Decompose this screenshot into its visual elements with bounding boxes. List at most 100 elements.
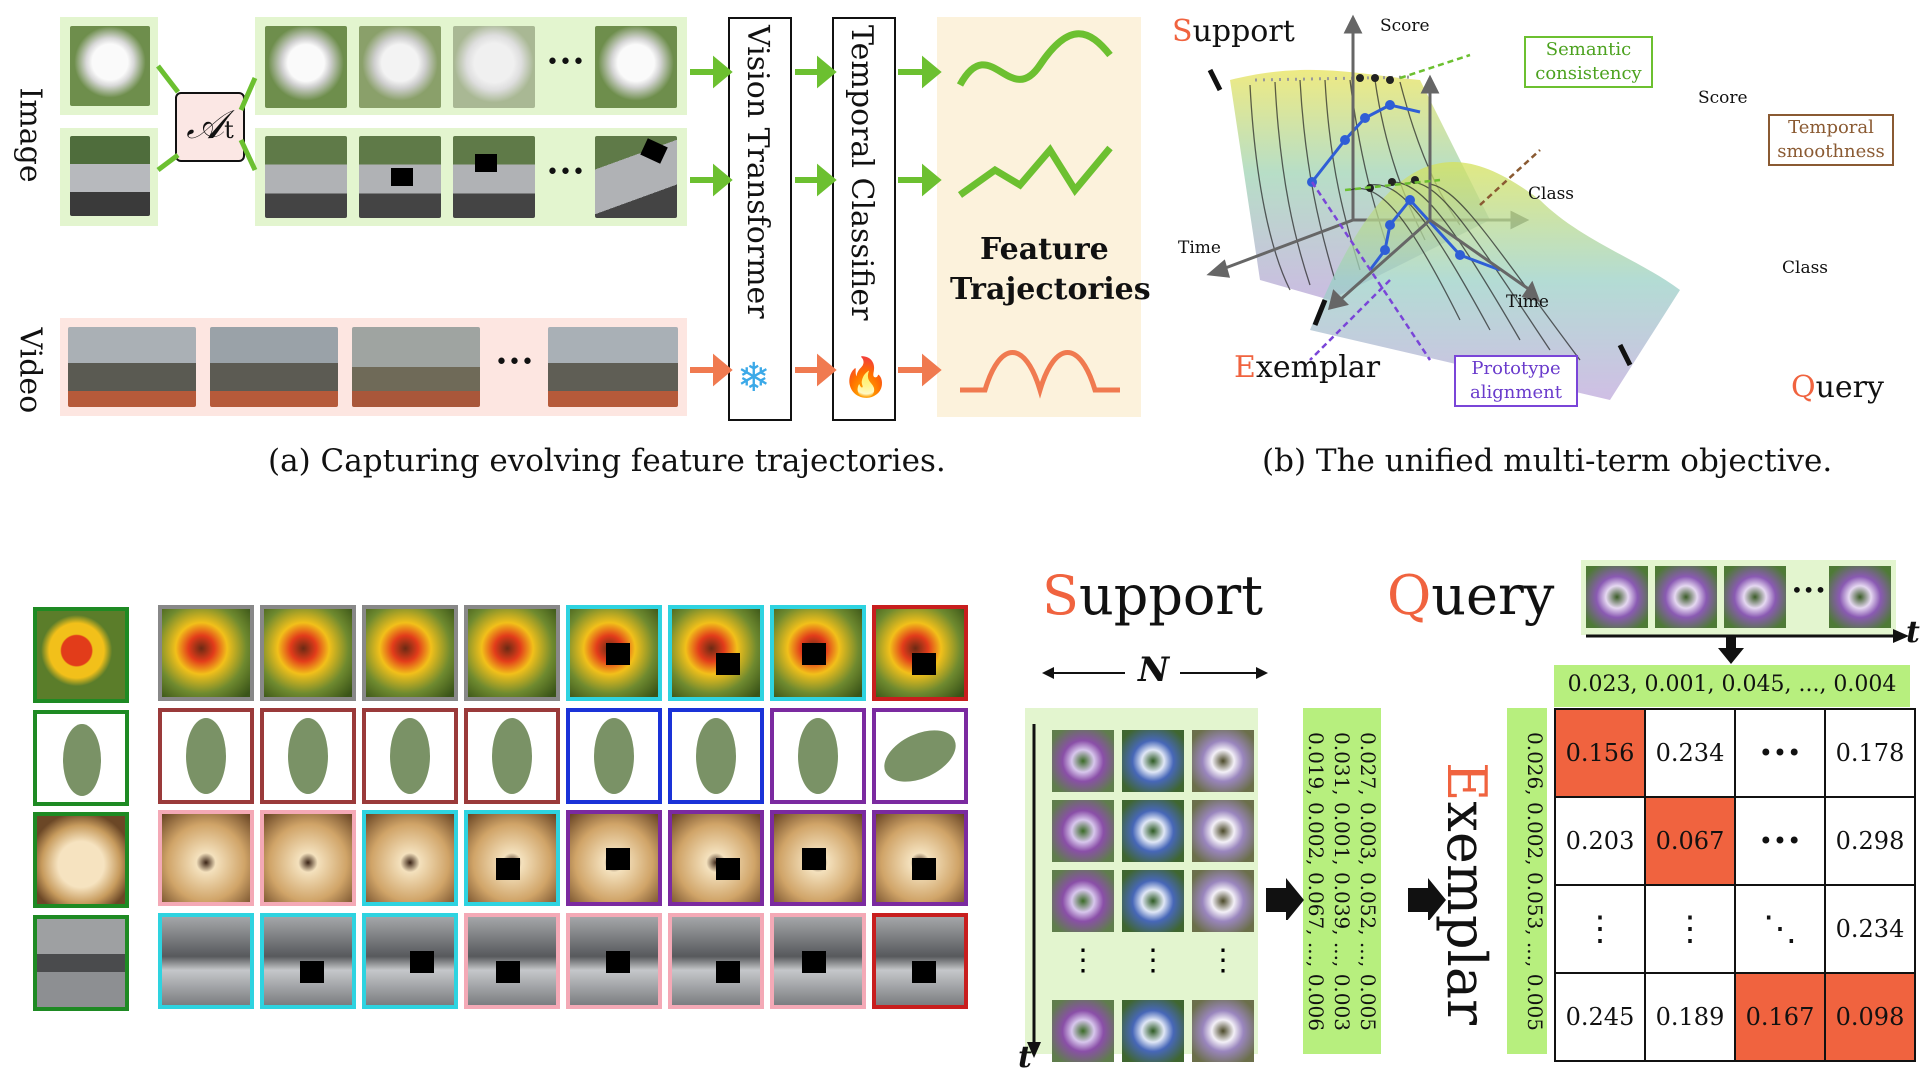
snowflake-icon: ❄ (737, 355, 771, 401)
axis-score-left: Score (1380, 16, 1430, 36)
car-frames-ellipsis: ••• (546, 160, 585, 185)
support-t-label: t (1018, 1040, 1032, 1075)
axis-class-right: Class (1782, 258, 1829, 278)
bottom-arrows (1266, 630, 1744, 920)
support-flower-thumb (1052, 730, 1114, 792)
augmented-frame (158, 708, 254, 804)
support-grid-ellipsis: ⋮ (1068, 943, 1098, 978)
support-flower-thumb (1052, 800, 1114, 862)
dog-frame (265, 26, 347, 108)
temporal-classifier-box (832, 17, 896, 421)
augmented-frame (770, 708, 866, 804)
matrix-cell: 0.234 (1644, 708, 1736, 798)
grid-source-dog (33, 812, 129, 908)
augmented-frame (362, 708, 458, 804)
matrix-cell: 0.098 (1824, 972, 1916, 1062)
exemplar-scores-text: 0.026, 0.002, 0.053, ..., 0.005 (1523, 731, 1547, 1031)
query-scores-text: 0.023, 0.001, 0.045, ..., 0.004 (1567, 672, 1897, 697)
support-flower-thumb (1192, 800, 1254, 862)
matrix-cell: 0.234 (1824, 884, 1916, 974)
panel-b-surfaces (1206, 14, 1680, 400)
augmented-frame (668, 810, 764, 906)
matrix-cell: 0.067 (1644, 796, 1736, 886)
query-frames-ellipsis: ••• (1791, 578, 1827, 602)
video-frames-ellipsis: ••• (495, 350, 534, 375)
support-time-axis (1027, 724, 1041, 1058)
video-frame (352, 327, 480, 407)
support-label-b: Support (1172, 14, 1295, 49)
vision-transformer-box (728, 17, 792, 421)
augmented-frame (770, 810, 866, 906)
car-frame (359, 136, 441, 218)
query-scores-box (1554, 665, 1910, 707)
axis-time-right: Time (1506, 292, 1549, 312)
tag-semantic-consistency: Semantic consistency (1524, 36, 1653, 88)
dog-frame (453, 26, 535, 108)
augmented-frame (464, 605, 560, 701)
vision-transformer-label: Vision Transformer (740, 25, 775, 319)
augmented-frame (260, 708, 356, 804)
source-image-dog (70, 26, 150, 106)
matrix-cell: 0.167 (1734, 972, 1826, 1062)
dog-frame (359, 26, 441, 108)
grid-source-car (33, 915, 129, 1011)
support-flower-thumb (1122, 730, 1184, 792)
query-t-label: t (1906, 615, 1920, 650)
matrix-cell: 0.203 (1554, 796, 1646, 886)
support-flower-thumbs: ⋮ ⋮ ⋮ (1052, 730, 1254, 1062)
augmented-frame (464, 913, 560, 1009)
augmented-frame (872, 913, 968, 1009)
augmented-frame (566, 605, 662, 701)
support-flower-thumb (1192, 730, 1254, 792)
matrix-cell: 0.156 (1554, 708, 1646, 798)
augmented-frame (668, 913, 764, 1009)
augmentation-symbol: 𝒜 (186, 102, 225, 148)
video-frame (548, 327, 678, 407)
support-flower-thumb (1122, 800, 1184, 862)
augmentation-box: 𝒜t (175, 92, 245, 162)
grid-source-flower (33, 607, 129, 703)
augmented-frame (872, 605, 968, 701)
matrix-cell: ⋮ (1554, 884, 1646, 974)
feature-trajectories-title-1: Feature (980, 232, 1109, 267)
support-scores-text: 0.027, 0.003, 0.052, ..., 0.005 0.031, 0… (1304, 731, 1380, 1031)
axis-time-left: Time (1178, 238, 1221, 258)
augmented-frame (260, 913, 356, 1009)
temporal-classifier-label: Temporal Classifier (844, 25, 879, 321)
query-label: Query (1387, 564, 1555, 627)
caption-a: (a) Capturing evolving feature trajector… (268, 443, 946, 479)
augmented-frame (260, 810, 356, 906)
augmented-frame (566, 708, 662, 804)
matrix-cell: ⋱ (1734, 884, 1826, 974)
support-scores-box (1303, 708, 1381, 1054)
car-frame (595, 136, 677, 218)
dog-frame (595, 26, 677, 108)
caption-b: (b) The unified multi-term objective. (1262, 443, 1833, 479)
matrix-cell: 0.245 (1554, 972, 1646, 1062)
car-frame (453, 136, 535, 218)
augmented-frame (566, 810, 662, 906)
augmented-frame (668, 708, 764, 804)
support-grid-ellipsis: ⋮ (1208, 943, 1238, 978)
tag-prototype-alignment: Prototype alignment (1454, 355, 1578, 407)
matrix-cell: 0.189 (1644, 972, 1736, 1062)
exemplar-label-b: Exemplar (1234, 350, 1381, 385)
support-grid-ellipsis: ⋮ (1138, 943, 1168, 978)
augmented-frame (872, 810, 968, 906)
axis-class-left: Class (1528, 184, 1575, 204)
augmented-frame (464, 810, 560, 906)
grid-source-leaf (33, 710, 129, 806)
source-image-car (70, 136, 150, 216)
support-flower-thumb (1192, 1000, 1254, 1062)
augmented-frame (158, 810, 254, 906)
n-label: N (1138, 650, 1170, 690)
axis-score-right: Score (1698, 88, 1748, 108)
support-flower-thumb (1122, 1000, 1184, 1062)
augmented-frame (362, 810, 458, 906)
car-frame (265, 136, 347, 218)
feature-trajectories-panel (937, 17, 1141, 417)
dog-frames-ellipsis: ••• (546, 50, 585, 75)
score-matrix: 0.156 0.234 ••• 0.178 0.203 0.067 ••• 0.… (1554, 708, 1916, 1062)
augmented-frame (362, 605, 458, 701)
augmented-frame (770, 605, 866, 701)
